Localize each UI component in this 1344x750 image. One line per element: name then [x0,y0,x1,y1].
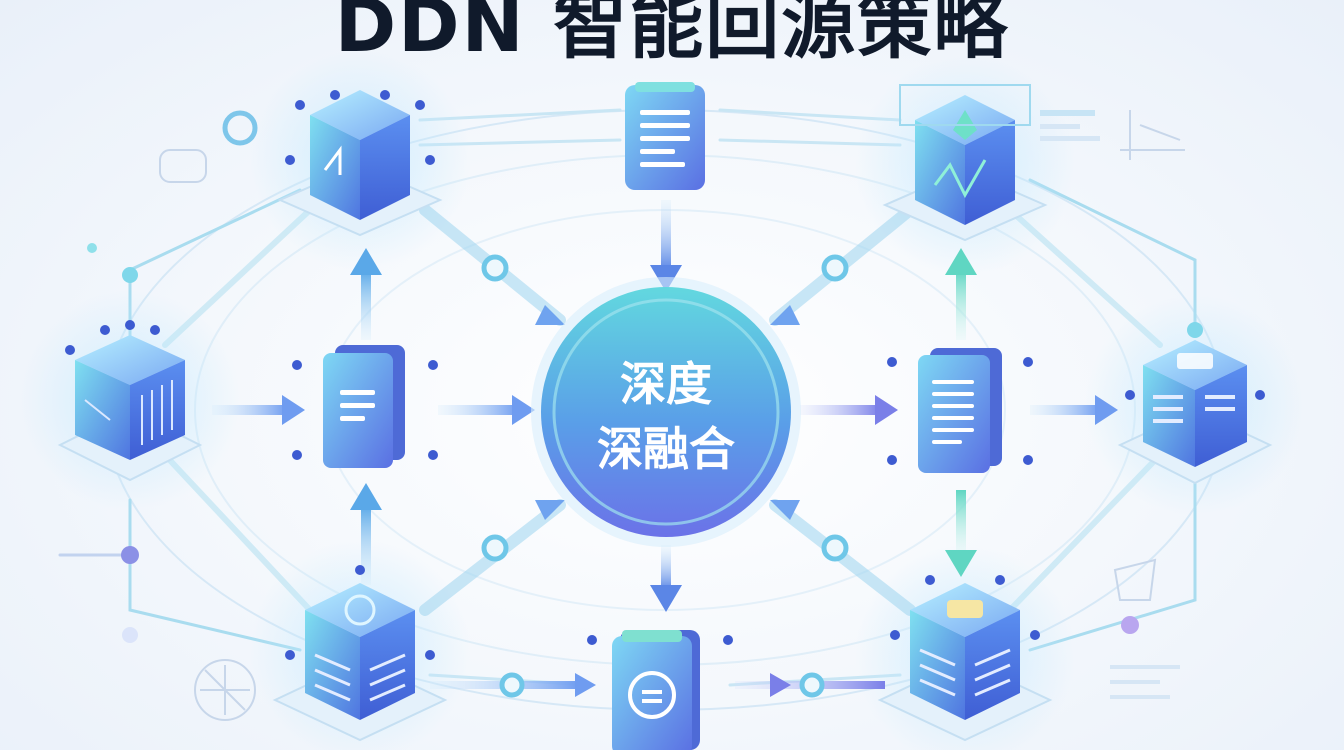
center-label-line2: 深融合 [597,422,735,476]
arrow-center-to-doc [800,405,880,415]
arrow-top-doc-down [661,200,671,270]
server-top-left-icon [323,145,342,175]
arrow-doc-up-right [956,270,966,340]
device-bottom-node [587,630,733,750]
document-stack-right-icon [932,380,974,444]
arrow-left-server-to-doc [212,405,287,415]
server-bottom-left-icon [314,653,406,702]
document-top-node [625,82,705,190]
document-right-node [887,348,1033,473]
arrow-doc-down-right [956,490,966,555]
document-top-icon [640,110,690,167]
ring-junctions [481,254,849,698]
center-hub: 深度 深融合 [531,277,801,547]
arrow-doc-to-right-server [1030,405,1100,415]
device-bottom-icon [628,671,676,719]
server-right-node [1117,340,1273,485]
chip-top-right-node [882,84,1048,242]
server-right-icon [1153,395,1235,423]
center-label-line1: 深度 [620,357,712,411]
arrow-doc-up-left [361,270,371,340]
arrow-doc-to-center [438,405,518,415]
server-top-left-node [277,90,443,237]
document-left-node [292,345,438,468]
server-bottom-right-icon [919,648,1011,697]
accent-dots [87,110,1203,643]
arrow-center-down [661,545,671,590]
server-left-node [57,320,203,482]
server-bottom-right-node [877,575,1053,742]
server-bottom-left-node [272,565,448,742]
arrow-doc-down-left [361,505,371,585]
decorative-fragments [159,110,1185,721]
document-stack-left-icon [340,390,375,421]
page-title: DDN 智能回源策略 [334,0,1010,69]
rack-server-icon [84,380,173,445]
